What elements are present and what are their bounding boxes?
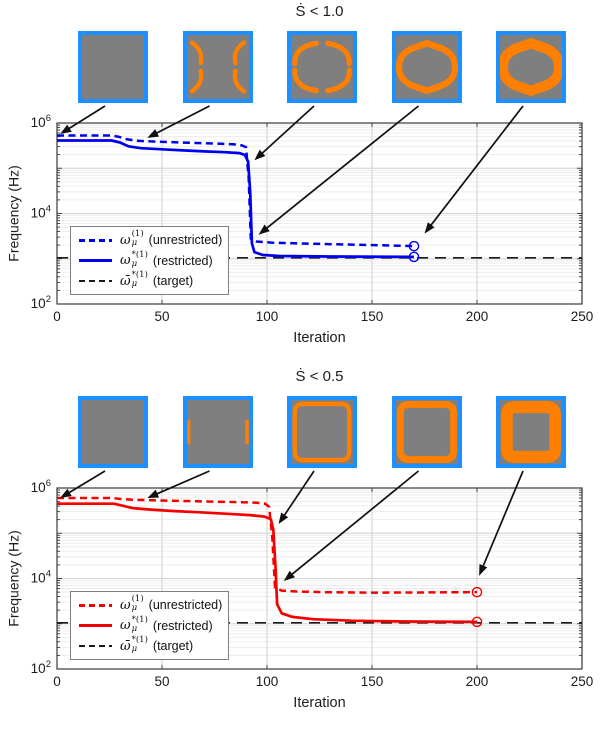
legend-description: (target) (152, 639, 194, 653)
svg-text:0: 0 (53, 309, 61, 324)
snapshot-pattern-round-frame-thick (500, 400, 562, 464)
x-axis-label: Iteration (293, 330, 346, 346)
legend-description: (unrestricted) (148, 598, 223, 612)
legend-dashed-line-sample (79, 280, 112, 282)
legend-description: (target) (152, 274, 194, 288)
topology-snapshot-4 (391, 396, 462, 468)
snapshot-pattern-blank (82, 35, 144, 99)
series-restricted-line (57, 139, 415, 259)
annotation-arrows (60, 105, 524, 235)
snapshot-row (0, 365, 600, 475)
svg-text:100: 100 (256, 674, 279, 689)
svg-text:200: 200 (466, 674, 489, 689)
svg-text:200: 200 (466, 309, 489, 324)
topology-snapshot-1 (78, 396, 148, 468)
topology-snapshot-3 (287, 31, 357, 103)
snapshot-pattern-blank (82, 400, 144, 464)
svg-text:106: 106 (31, 478, 51, 495)
snapshot-pattern-broken-ring (291, 35, 353, 99)
snapshot-row (0, 0, 600, 110)
frequency-chart: 0 50 100 150 200 250 102 104 106 (31, 470, 594, 689)
end-marker-0 (408, 240, 420, 252)
svg-text:150: 150 (361, 674, 384, 689)
svg-text:50: 50 (154, 674, 169, 689)
topology-snapshot-3 (287, 396, 357, 468)
grid (57, 123, 583, 304)
snapshot-pattern-round-frame-thin (291, 400, 353, 464)
snapshot-pattern-edge-hooks (186, 35, 249, 99)
legend-symbol: ω*(1)μ (120, 249, 148, 269)
legend-description: (unrestricted) (148, 233, 223, 247)
legend-dashed-line-sample (79, 603, 112, 607)
legend-entry-unrestricted: ω(1)μ (unrestricted) (79, 229, 223, 250)
topology-snapshot-1 (78, 31, 148, 103)
legend-symbol: ω(1)μ (120, 229, 144, 248)
legend-description: (restricted) (152, 618, 213, 633)
snapshot-pattern-edge-ticks (186, 400, 249, 464)
svg-text:104: 104 (31, 569, 51, 586)
x-axis-label: Iteration (293, 695, 346, 711)
end-marker-1 (408, 251, 420, 263)
svg-text:0: 0 (53, 674, 61, 689)
legend-entry-target: ω̄*(1)μ (target) (79, 270, 220, 291)
legend-symbol: ω*(1)μ (120, 614, 148, 634)
legend-symbol: ω(1)μ (120, 594, 144, 613)
svg-text:100: 100 (256, 309, 279, 324)
legend-entry-restricted: ω*(1)μ (restricted) (79, 249, 220, 270)
svg-text:150: 150 (361, 309, 384, 324)
legend-symbol: ω̄*(1)μ (120, 635, 148, 654)
axis-ticks (56, 122, 583, 305)
end-marker-1 (471, 616, 483, 628)
svg-text:102: 102 (31, 659, 51, 676)
legend: ω(1)μ (unrestricted)ω*(1)μ (restricted) ω̄*… (70, 226, 229, 295)
topology-snapshot-2 (182, 31, 253, 103)
topology-snapshot-5 (496, 31, 566, 103)
topology-snapshot-5 (496, 396, 566, 468)
tick-labels: 0 50 100 150 200 250 102 104 106 (31, 113, 594, 324)
legend-entry-restricted: ω*(1)μ (restricted) (79, 614, 220, 635)
legend-symbol: ω̄*(1)μ (120, 270, 148, 289)
frequency-chart: 0 50 100 150 200 250 102 104 106 (31, 105, 594, 324)
topology-snapshot-2 (182, 396, 253, 468)
legend-entry-unrestricted: ω(1)μ (unrestricted) (79, 594, 223, 615)
legend-description: (restricted) (152, 253, 213, 268)
snapshot-pattern-hex-ring-thick (500, 35, 562, 99)
svg-text:102: 102 (31, 294, 51, 311)
legend-dashed-line-sample (79, 645, 112, 647)
series-unrestricted-line (57, 134, 415, 248)
legend-solid-line-sample (79, 259, 112, 262)
panel-title: Ṡ < 1.0 (295, 3, 344, 20)
svg-text:50: 50 (154, 309, 169, 324)
svg-text:106: 106 (31, 113, 51, 130)
topology-snapshot-4 (391, 31, 462, 103)
panel-title: Ṡ < 0.5 (295, 368, 344, 385)
svg-text:250: 250 (571, 674, 594, 689)
legend-dashed-line-sample (79, 238, 112, 242)
snapshot-pattern-round-frame-med (395, 400, 458, 464)
series-unrestricted-line (57, 496, 478, 594)
end-marker-0 (471, 586, 483, 598)
svg-text:250: 250 (571, 309, 594, 324)
legend-solid-line-sample (79, 624, 112, 627)
legend-entry-target: ω̄*(1)μ (target) (79, 635, 220, 656)
legend: ω(1)μ (unrestricted)ω*(1)μ (restricted) ω̄*… (70, 591, 229, 660)
snapshot-pattern-hex-ring (395, 35, 458, 99)
svg-text:104: 104 (31, 204, 51, 221)
annotation-arrows (60, 470, 524, 582)
tick-labels: 0 50 100 150 200 250 102 104 106 (31, 478, 594, 689)
series-restricted-line (57, 502, 478, 624)
